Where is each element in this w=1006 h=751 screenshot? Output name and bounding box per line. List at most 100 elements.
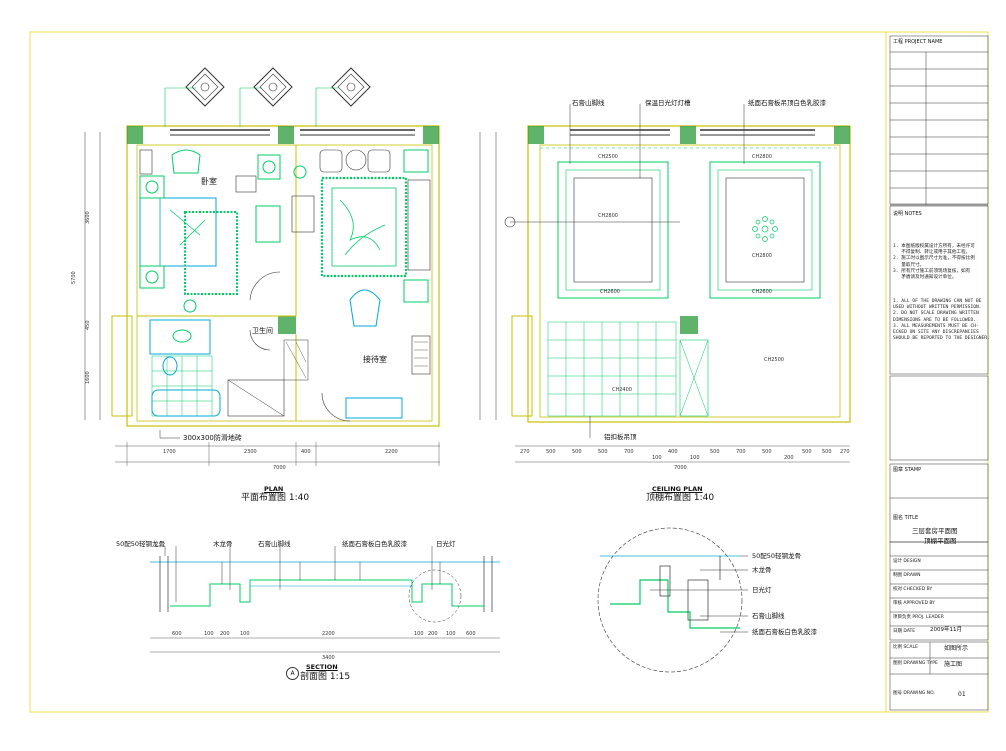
nightstand (139, 175, 165, 199)
section-dim-total: 3400 (322, 655, 335, 661)
column-hatch (680, 126, 696, 144)
detail-callout: 石膏山脚线 (752, 612, 785, 620)
ceiling-callout: 铝扣板吊顶 (604, 433, 637, 441)
section-dim-text: 2200 (322, 631, 335, 637)
field-date: 日期 DATE (893, 629, 916, 634)
chandelier-symbol (752, 216, 778, 242)
ceiling-height-label: CH2800 (752, 154, 772, 160)
ceiling-outer-wall (527, 125, 851, 423)
field-checked: 校对 CHECKED BY (893, 587, 933, 592)
ceiling-height-label: CH2800 (598, 213, 618, 219)
drawing-no-value: 01 (958, 691, 966, 698)
ceiling-coffer-left (557, 161, 669, 299)
title-block (889, 35, 989, 711)
column-hatch (834, 126, 850, 144)
ceiling-height-label: CH2600 (600, 289, 620, 295)
plant (183, 299, 197, 313)
bedroom-armchair (171, 149, 201, 174)
section-callout: 木龙骨 (213, 540, 233, 548)
column-hatch (423, 126, 439, 144)
column-hatch (680, 316, 698, 334)
ceiling-profile (170, 579, 484, 607)
side-table (403, 149, 429, 173)
ceiling-dim-text: 500 (572, 449, 582, 455)
detail-callout: 木龙骨 (752, 566, 772, 574)
column-hatch (278, 126, 294, 144)
title-label: 图名 TITLE (893, 515, 919, 521)
drawing-title-2: 顶棚平面图 (924, 537, 957, 545)
shower (227, 379, 285, 417)
section-dim-text: 600 (466, 631, 476, 637)
plan-dim-text: 400 (301, 449, 311, 455)
drawing-type-label: 图别 DRAWING TYPE (893, 661, 938, 666)
plan-dim-text: 2300 (244, 449, 257, 455)
ornament-symbol (253, 67, 293, 107)
ceiling-title-en: CEILING PLAN (652, 485, 703, 493)
vanity (149, 319, 211, 355)
ceiling-title-cn: 顶棚布置图 1:40 (646, 493, 715, 503)
ceiling-dim-text: 500 (546, 449, 556, 455)
notes-header: 说明 NOTES (893, 211, 922, 217)
section-detail (597, 527, 748, 673)
drawing-title-1: 三层套房平面图 (912, 527, 958, 535)
ceiling-dim-text: 700 (736, 449, 746, 455)
ceiling-plan (479, 104, 851, 463)
ceiling-height-label: CH2600 (752, 289, 772, 295)
detail-callout: 50配50轻钢龙骨 (752, 552, 802, 560)
radiator (411, 335, 431, 375)
notes-cn: 1. 本图纸版权属设计方所有，未经许可 不得复制、转让或用于其他工程。 2. 施… (893, 244, 975, 281)
section-dim-text: 100 (446, 631, 456, 637)
living-armchair (349, 289, 381, 327)
plan-dim-vertical-total: 5700 (71, 271, 77, 284)
stamp-label: 图章 STAMP (893, 467, 922, 473)
section-dim-text: 100 (204, 631, 214, 637)
room-label-living: 接待室 (363, 355, 387, 364)
bed-rug (184, 211, 238, 295)
section-callout: 石膏山脚线 (258, 540, 291, 548)
section-drawing (150, 545, 500, 653)
section-title-en: SECTION (306, 663, 338, 671)
ceiling-dim-text: 200 (784, 455, 794, 461)
living-rug (320, 176, 408, 278)
ceiling-dim-total: 7000 (674, 465, 687, 471)
field-proj-leader: 项目负责 PROJ. LEADER (893, 615, 944, 620)
plan-windows (170, 129, 415, 136)
project-name-label: 工程 PROJECT NAME (893, 39, 943, 45)
ceiling-dim-text: 270 (520, 449, 530, 455)
entry-door-swing (321, 392, 351, 422)
wardrobe (255, 205, 281, 243)
detail-callout: 日光灯 (752, 586, 772, 594)
plan-title-en: PLAN (264, 485, 284, 493)
column-hatch (528, 126, 544, 144)
ceiling-dim-text: 500 (598, 449, 608, 455)
ceiling-height-label: CH2500 (598, 154, 618, 160)
section-callout: 纸面石膏板白色乳胶漆 (342, 540, 407, 548)
plan-left-bay (111, 315, 133, 417)
date-value: 2009年11月 (930, 627, 962, 633)
section-dim-text: 600 (172, 631, 182, 637)
nightstand (139, 265, 165, 289)
ceiling-callout: 石膏山脚线 (572, 99, 605, 107)
section-callout: 日光灯 (436, 540, 456, 548)
ceiling-dim-text: 500 (822, 449, 832, 455)
ceiling-callout: 纸面石膏板吊顶白色乳胶漆 (748, 99, 826, 107)
ceiling-height-label: CH2800 (752, 253, 772, 259)
ceiling-dim-text: 700 (624, 449, 634, 455)
section-dim-text: 100 (414, 631, 424, 637)
detail-callout-circle (408, 569, 462, 623)
drawing-type-value: 施工图 (944, 661, 963, 668)
scale-value: 如图所示 (944, 645, 969, 652)
detail-callout: 纸面石膏板白色乳胶漆 (752, 628, 817, 636)
sofa (407, 179, 431, 271)
ornament-symbol (185, 67, 225, 107)
scale-label: 比例 SCALE (893, 645, 918, 650)
notes-en: 1. ALL OF THE DRAWING CAN NOT BE USED WI… (893, 299, 990, 342)
ceiling-dim-text: 270 (840, 449, 850, 455)
plant (293, 165, 307, 179)
ceiling-callout: 保温日光灯灯槽 (645, 99, 691, 107)
lounge-chair (367, 149, 391, 173)
door-swing (249, 271, 281, 301)
plan-dim-vertical: 450 (85, 320, 91, 330)
